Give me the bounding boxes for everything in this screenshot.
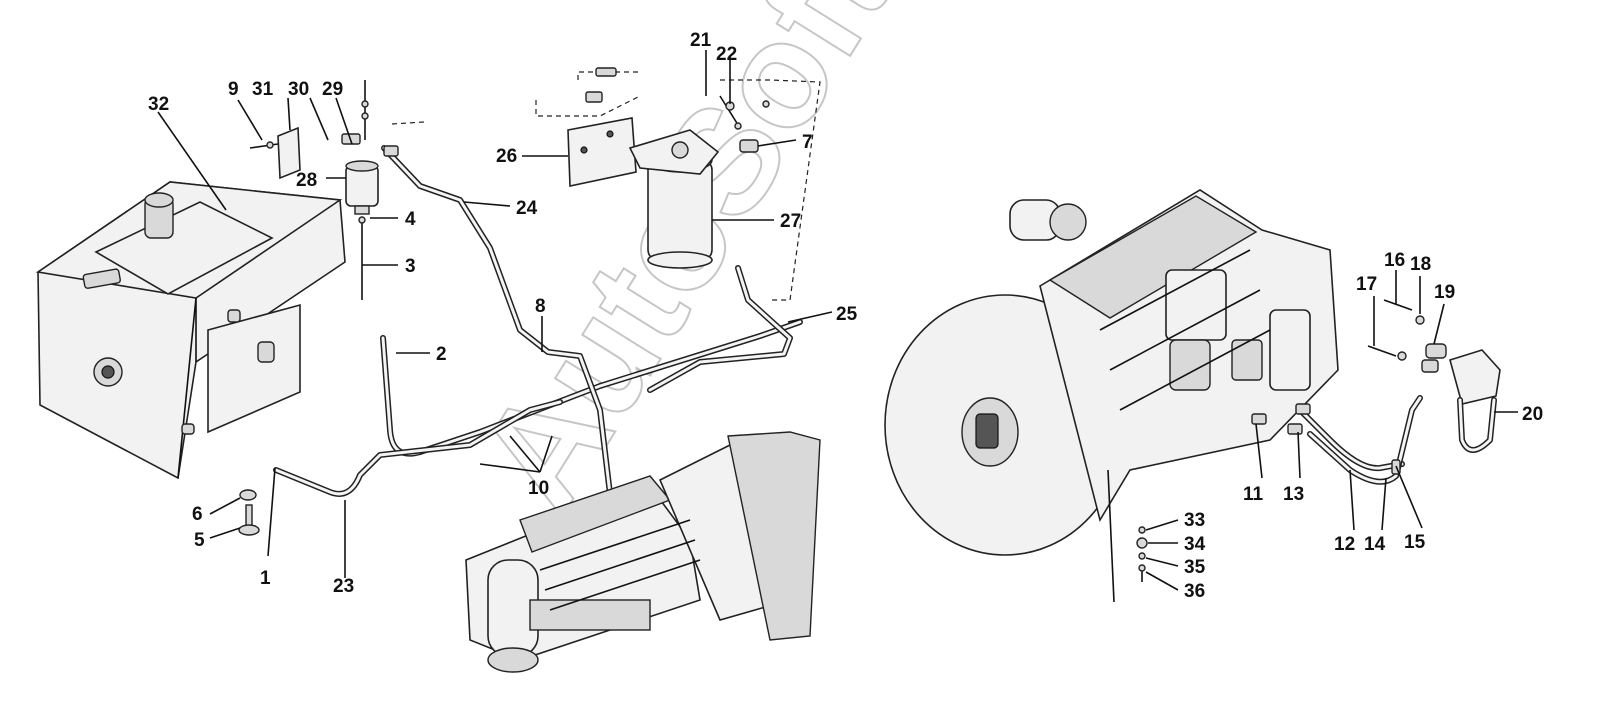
- callout-13: 13: [1283, 484, 1304, 505]
- mounting-hardware: [1136, 526, 1148, 582]
- callout-22: 22: [716, 44, 737, 65]
- drain-plug: [238, 489, 260, 536]
- fuel-filter: [628, 129, 720, 269]
- callout-23: 23: [333, 576, 354, 597]
- callout-3: 3: [405, 256, 416, 277]
- callout-30: 30: [288, 79, 309, 100]
- callout-33: 33: [1184, 510, 1205, 531]
- fuel-lines: [273, 145, 803, 497]
- callout-27: 27: [780, 211, 801, 232]
- callout-labels: 1 2 3 4 5 6 7 8 9 10 11 12 13 14 15 16 1…: [148, 30, 1543, 602]
- callout-20: 20: [1522, 404, 1543, 425]
- callout-14: 14: [1364, 534, 1386, 555]
- callout-31: 31: [252, 79, 274, 100]
- callout-15: 15: [1404, 532, 1426, 553]
- callout-16: 16: [1384, 250, 1405, 271]
- callout-17: 17: [1356, 274, 1377, 295]
- callout-26: 26: [496, 146, 517, 167]
- callout-1: 1: [260, 568, 271, 589]
- callout-25: 25: [836, 304, 858, 325]
- callout-11: 11: [1243, 484, 1264, 505]
- callout-21: 21: [690, 30, 712, 51]
- callout-24: 24: [516, 198, 538, 219]
- callout-36: 36: [1184, 581, 1205, 602]
- filter-bracket: [535, 67, 641, 187]
- callout-28: 28: [296, 170, 317, 191]
- fuel-pump-assembly: [465, 431, 821, 673]
- callout-32: 32: [148, 94, 169, 115]
- callout-5: 5: [194, 530, 205, 551]
- callout-9: 9: [228, 79, 239, 100]
- callout-8: 8: [535, 296, 546, 317]
- callout-2: 2: [436, 344, 447, 365]
- callout-35: 35: [1184, 557, 1206, 578]
- return-fittings: [1367, 299, 1501, 453]
- callout-19: 19: [1434, 282, 1455, 303]
- leader-lines: [157, 50, 1518, 591]
- callout-4: 4: [405, 209, 416, 230]
- callout-10: 10: [528, 478, 549, 499]
- callout-29: 29: [322, 79, 343, 100]
- callout-7: 7: [802, 132, 813, 153]
- callout-34: 34: [1184, 534, 1206, 555]
- callout-12: 12: [1334, 534, 1355, 555]
- fitting-7: [719, 79, 821, 301]
- primary-filter: [249, 80, 425, 224]
- callout-6: 6: [192, 504, 203, 525]
- fuel-tank: [35, 181, 346, 480]
- engine: [884, 189, 1339, 603]
- callout-18: 18: [1410, 254, 1431, 275]
